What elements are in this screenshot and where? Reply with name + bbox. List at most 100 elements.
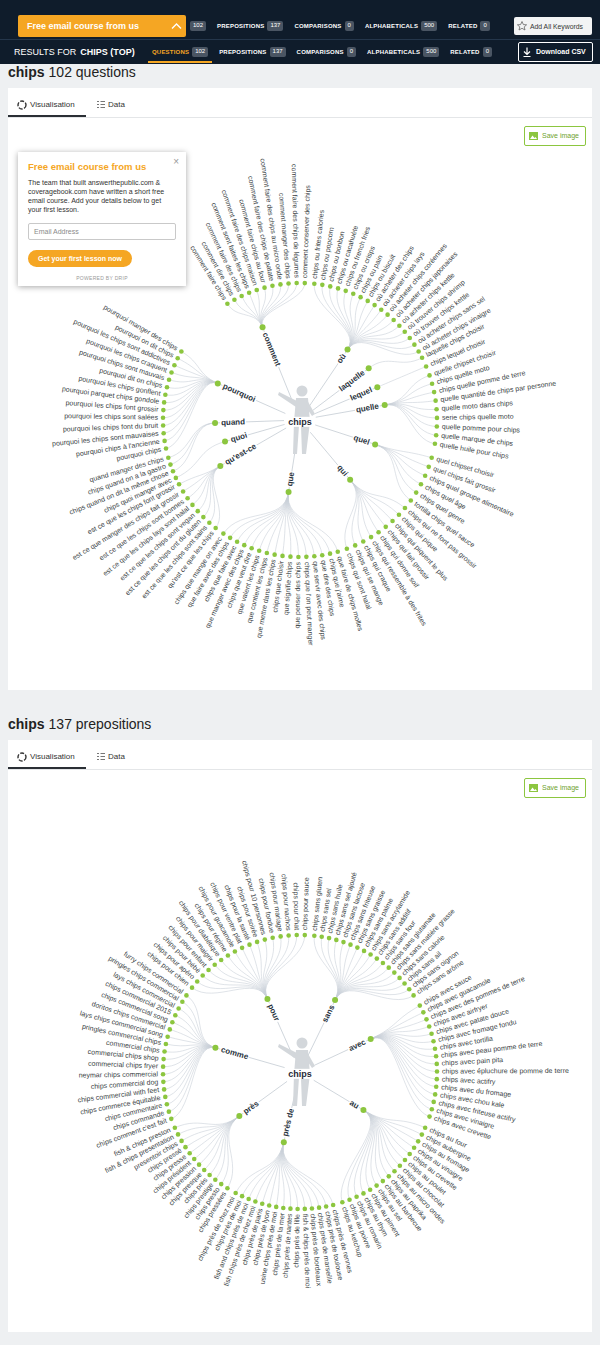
- leaf-dot: [233, 949, 238, 954]
- tree-link: [227, 1116, 239, 1188]
- leaf-dot: [347, 1197, 352, 1202]
- tree-link: [283, 1142, 326, 1206]
- seeker-figure: [278, 1044, 297, 1059]
- visualisation-icon: [18, 101, 26, 109]
- leaf-dot: [418, 1003, 423, 1008]
- button-ground: [514, 17, 592, 35]
- leaf-dot: [434, 1054, 439, 1059]
- branch-dot: [360, 1107, 366, 1113]
- tree-link: [275, 492, 289, 555]
- leaf-dot: [433, 1092, 438, 1097]
- tree-link: [164, 382, 218, 433]
- tree-link: [348, 343, 419, 355]
- tree-link: [167, 1047, 216, 1104]
- banner-ground: [18, 15, 186, 37]
- tree-link: [350, 480, 357, 546]
- box-text: Save image: [542, 784, 579, 792]
- leaf-dot: [278, 282, 283, 287]
- tree-link: [163, 382, 218, 418]
- tree-link: [169, 1047, 216, 1111]
- image-icon: [529, 784, 538, 792]
- leaf-dot: [411, 993, 416, 998]
- leaf-dot: [397, 512, 402, 517]
- leaf-dot: [176, 1006, 181, 1011]
- tab-label: COMPARISONS: [294, 23, 341, 30]
- box-text: 500: [426, 48, 436, 55]
- leaf-dot: [331, 1203, 336, 1208]
- tree-link: [350, 480, 405, 508]
- leaf-dot: [423, 473, 428, 478]
- leaf-dot: [162, 400, 167, 405]
- tree-link: [198, 466, 221, 511]
- keyword-label: serie chips quelle moto: [442, 413, 514, 422]
- leaf-dot: [431, 1039, 436, 1044]
- leaf-dot: [161, 408, 166, 413]
- branch-dot: [345, 347, 351, 353]
- leaf-dot: [288, 1206, 293, 1211]
- center-keyword: chips: [287, 417, 313, 427]
- leaf-dot: [177, 482, 182, 487]
- add-keywords-button: Add All Keywords: [514, 17, 592, 35]
- leaf-dot: [174, 476, 179, 481]
- tree-link: [314, 936, 338, 1000]
- leaf-dot: [162, 439, 167, 444]
- tree-link: [288, 492, 338, 552]
- tree-link: [209, 466, 220, 523]
- box-text: 102: [193, 22, 203, 29]
- box-text: Save image: [542, 132, 579, 140]
- box-text: 0: [350, 48, 353, 55]
- tree-link: [165, 1047, 215, 1097]
- leaf-dot: [197, 1162, 202, 1167]
- tree-link: [335, 968, 389, 1000]
- tree-link: [185, 1116, 239, 1147]
- branch-word: quel: [351, 433, 371, 447]
- leaf-dot: [195, 979, 200, 984]
- tree-link: [235, 951, 268, 998]
- count-badge: 102: [190, 21, 206, 30]
- email-banner: Free email course from us: [18, 15, 186, 37]
- leaf-dot: [351, 291, 356, 296]
- leaf-dot: [213, 1177, 218, 1182]
- leaf-dot: [173, 1125, 178, 1130]
- tree-link: [375, 444, 416, 492]
- leaf-dot: [164, 446, 169, 451]
- leaf-dot: [423, 1125, 428, 1130]
- leaf-dot: [270, 935, 275, 940]
- leaf-dot: [429, 1031, 434, 1036]
- count-badge: 0: [347, 47, 356, 56]
- leaf-dot: [179, 349, 184, 354]
- tree-link: [348, 1110, 371, 1200]
- results-label: RESULTS FOR: [14, 47, 76, 57]
- box-text: 0: [483, 22, 486, 29]
- tree-link: [371, 1037, 437, 1064]
- tree-link: [385, 405, 435, 444]
- tree-link: [344, 291, 352, 350]
- tree-link: [261, 284, 280, 327]
- leaf-dot: [280, 554, 285, 559]
- leaf-dot: [274, 1205, 279, 1210]
- tree-link: [321, 937, 338, 1000]
- leaf-dot: [434, 1084, 439, 1089]
- view-tab: Data: [108, 100, 125, 109]
- leaf-dot: [336, 286, 341, 291]
- leaf-dot: [340, 1200, 345, 1205]
- leaf-dot: [328, 284, 333, 289]
- branch-dot: [372, 441, 378, 447]
- save-image-button: Save image: [524, 126, 586, 146]
- header-bar: [0, 0, 600, 64]
- count-badge: 137: [267, 21, 283, 30]
- leaf-dot: [207, 1173, 212, 1178]
- leaf-dot: [270, 283, 275, 288]
- tree-link: [375, 444, 421, 484]
- leaf-dot: [403, 1158, 408, 1163]
- leaf-dot: [361, 1191, 366, 1196]
- branch-dot: [281, 1139, 287, 1145]
- tree-link: [348, 320, 394, 350]
- leaf-dot: [358, 295, 363, 300]
- leaf-dot: [430, 1107, 435, 1112]
- tree-link: [385, 404, 437, 418]
- tree-link: [164, 1047, 215, 1089]
- leaf-dot: [435, 424, 440, 429]
- leaf-dot: [272, 552, 277, 557]
